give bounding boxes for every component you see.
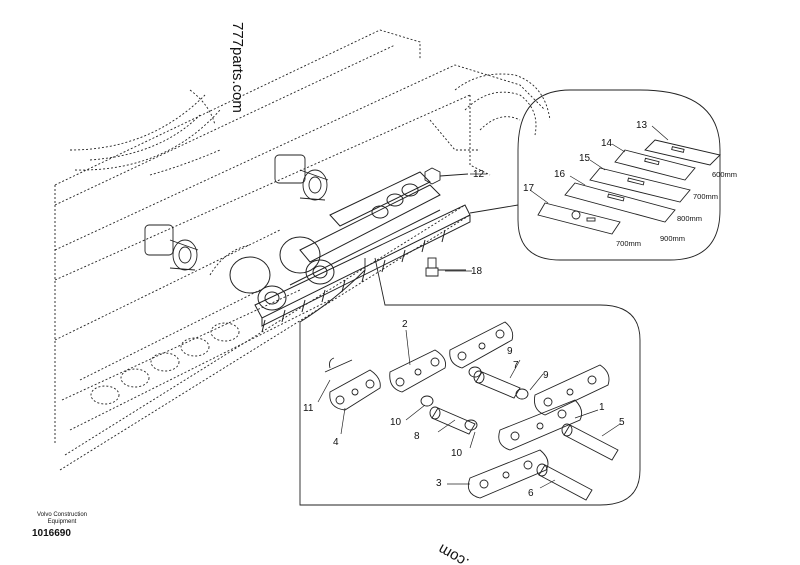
callout-10b: 10 — [451, 448, 463, 459]
carrier-roller-lower — [144, 224, 199, 271]
callout-14: 14 — [601, 138, 613, 149]
bolt-18-drawing — [425, 257, 466, 277]
shoe-width-16: 900mm — [660, 234, 685, 243]
callout-12: 12 — [473, 169, 485, 180]
company-line-2: Equipment — [47, 519, 77, 525]
callout-10a: 10 — [390, 417, 402, 428]
track-dotted — [59, 204, 471, 471]
track-rollers — [229, 183, 419, 311]
shoe-width-15: 800mm — [677, 214, 702, 223]
company-name: Volvo Construction Equipment — [32, 512, 92, 526]
callout-17: 17 — [523, 183, 535, 194]
callout-2: 2 — [402, 319, 408, 330]
leader-lines — [317, 125, 669, 489]
slewing-ring — [69, 89, 221, 171]
callout-8: 8 — [414, 431, 420, 442]
carrier-roller-upper — [274, 154, 329, 201]
callout-9a: 9 — [507, 346, 513, 357]
shoe-width-14: 700mm — [693, 192, 718, 201]
callout-7: 7 — [513, 360, 519, 371]
callout-3: 3 — [436, 478, 442, 489]
chain-detail-callout — [299, 257, 641, 506]
track-shoes — [537, 139, 721, 235]
callout-1: 1 — [599, 402, 605, 413]
callout-9b: 9 — [543, 370, 549, 381]
bolt-12-drawing — [424, 167, 469, 185]
company-line-1: Volvo Construction — [36, 512, 88, 518]
callout-4: 4 — [333, 437, 339, 448]
callout-6: 6 — [528, 488, 534, 499]
callout-5: 5 — [619, 417, 625, 428]
callout-18: 18 — [471, 266, 483, 277]
callout-11: 11 — [303, 403, 314, 414]
callout-labels: 12 18 13 14 15 16 17 2 9 7 9 1 5 11 10 8… — [303, 120, 648, 499]
shoe-width-17: 700mm — [616, 239, 641, 248]
watermark-bottom: .com — [435, 540, 472, 565]
chain-links — [324, 321, 619, 501]
track-chain-assembly — [229, 171, 471, 333]
shoe-width-labels: 600mm 700mm 800mm 900mm 700mm — [616, 170, 737, 248]
callout-15: 15 — [579, 153, 591, 164]
shoe-detail-callout — [469, 89, 721, 261]
drawing-number: 1016690 — [32, 528, 71, 539]
watermark-top: 777parts.com — [229, 22, 246, 113]
undercarriage-frame — [54, 29, 546, 445]
sprocket — [454, 73, 551, 136]
callout-16: 16 — [554, 169, 566, 180]
callout-13: 13 — [636, 120, 648, 131]
shoe-width-13: 600mm — [712, 170, 737, 179]
